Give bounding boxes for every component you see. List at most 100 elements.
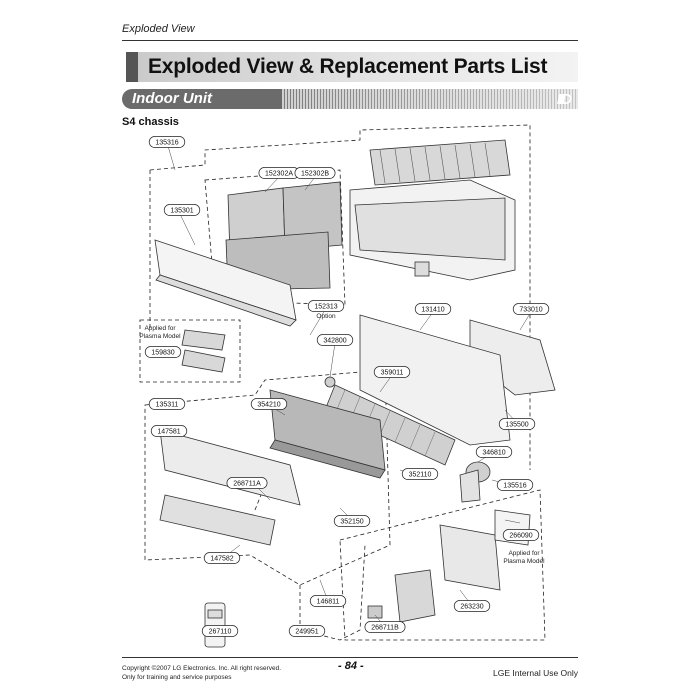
plasma-note-right-line1: Applied for	[508, 550, 540, 557]
part-callout-146811: 146811	[309, 595, 347, 607]
part-callout-354210: 354210	[250, 398, 288, 410]
part-callout-balloon	[364, 621, 406, 633]
part-callout-label: 249951	[295, 629, 318, 636]
plasma-note-left-line1: Applied for	[144, 325, 176, 332]
part-callout-268711b: 268711B	[364, 621, 406, 633]
part-callout-label: 354210	[257, 402, 280, 409]
part-callout-balloon	[373, 366, 411, 378]
part-callout-label: 267110	[209, 629, 232, 636]
part-callout-label: 146811	[317, 599, 340, 606]
section-banner: Indoor Unit IID	[122, 89, 578, 109]
part-callout-359011: 359011	[373, 366, 411, 378]
control-box-drawing	[367, 509, 531, 623]
part-callout-balloon	[294, 167, 336, 179]
plasma-filter-drawing	[181, 329, 226, 373]
part-callout-267110: 267110	[201, 625, 239, 637]
installation-plate-drawing	[359, 314, 556, 446]
part-callout-label: 152302A	[265, 171, 293, 178]
running-head: Exploded View	[122, 23, 195, 35]
part-callout-balloon	[148, 136, 186, 148]
part-callout-label: 268711B	[371, 625, 399, 632]
crossflow-fan-drawing	[324, 384, 456, 466]
part-callout-152302b: 152302B	[294, 167, 336, 179]
part-callout-balloon	[309, 595, 347, 607]
part-callout-balloon	[201, 625, 239, 637]
part-callout-147582: 147582	[203, 552, 241, 564]
diagram-notes: Applied for Plasma Model Applied for Pla…	[139, 313, 545, 565]
footer-rule	[122, 657, 578, 658]
part-callout-268711a: 268711A	[226, 477, 268, 489]
part-callout-label: 152302B	[301, 171, 329, 178]
page-title: Exploded View & Replacement Parts List	[148, 55, 548, 78]
part-callout-label: 266090	[509, 533, 532, 540]
part-callout-135311: 135311	[148, 398, 186, 410]
part-callout-label: 131410	[421, 307, 444, 314]
part-callout-266090: 266090	[502, 529, 540, 541]
part-callout-balloon	[502, 529, 540, 541]
part-callout-balloon	[163, 204, 201, 216]
front-panel-drawing	[154, 239, 297, 327]
copyright-line-1: Copyright ©2007 LG Electronics. Inc. All…	[122, 665, 282, 672]
part-callout-152313: 152313	[307, 300, 345, 312]
part-callout-label: 352150	[340, 519, 363, 526]
part-callout-label: 135516	[503, 483, 526, 490]
part-callout-balloon	[144, 346, 182, 358]
header-rule	[122, 40, 578, 41]
part-callout-label: 135500	[505, 422, 528, 429]
part-callout-label: 147581	[157, 429, 180, 436]
part-callout-balloon	[498, 418, 536, 430]
part-callout-249951: 249951	[288, 625, 326, 637]
part-callout-label: 159830	[151, 350, 174, 357]
part-callout-balloon	[496, 479, 534, 491]
evaporator-drawing	[269, 389, 386, 479]
part-callout-label: 135311	[156, 402, 179, 409]
part-callout-135301: 135301	[163, 204, 201, 216]
part-callout-label: 263230	[460, 604, 483, 611]
section-title: Indoor Unit	[132, 90, 212, 107]
part-callout-label: 135301	[170, 208, 193, 215]
part-callouts: 135316 152302A 152302B 135301 152313 131410 73…	[144, 136, 550, 637]
part-callout-balloon	[148, 398, 186, 410]
part-callout-733010: 733010	[512, 303, 550, 315]
plasma-note-left-line2: Plasma Model	[139, 333, 181, 340]
part-callout-balloon	[333, 515, 371, 527]
part-callout-152302a: 152302A	[258, 167, 300, 179]
part-callout-label: 268711A	[233, 481, 261, 488]
part-callout-label: 352110	[409, 472, 432, 479]
lg-logo-icon: IID	[556, 91, 572, 108]
part-callout-label: 342800	[323, 338, 346, 345]
part-callout-352110: 352110	[401, 468, 439, 480]
section-banner-pill	[122, 89, 282, 109]
part-callout-label: 152313	[314, 304, 337, 311]
part-callout-135316: 135316	[148, 136, 186, 148]
part-callout-balloon	[307, 300, 345, 312]
part-callout-135500: 135500	[498, 418, 536, 430]
part-callout-balloon	[150, 425, 188, 437]
part-callout-balloon	[316, 334, 354, 346]
part-callout-balloon	[288, 625, 326, 637]
chassis-body-drawing	[349, 139, 516, 281]
part-callout-balloon	[453, 600, 491, 612]
part-callout-263230: 263230	[453, 600, 491, 612]
part-callout-balloon	[203, 552, 241, 564]
internal-use-note: LGE Internal Use Only	[493, 668, 579, 678]
title-banner: Exploded View & Replacement Parts List	[126, 52, 578, 82]
part-callout-balloon	[226, 477, 268, 489]
part-callout-342800: 342800	[316, 334, 354, 346]
part-callout-135516: 135516	[496, 479, 534, 491]
title-banner-accent	[126, 52, 138, 82]
page-number: - 84 -	[338, 660, 364, 672]
part-callout-352150: 352150	[333, 515, 371, 527]
option-note: Option	[316, 313, 336, 320]
part-callout-label: 359011	[381, 370, 404, 377]
part-callout-balloon	[512, 303, 550, 315]
part-callout-balloon	[250, 398, 288, 410]
part-callout-balloon	[401, 468, 439, 480]
copyright-text: Copyright ©2007 LG Electronics. Inc. All…	[122, 664, 281, 682]
part-callout-label: 147582	[210, 556, 233, 563]
part-callout-159830: 159830	[144, 346, 182, 358]
part-callout-label: 733010	[519, 307, 542, 314]
plasma-note-right-line2: Plasma Model	[503, 558, 545, 565]
part-callout-label: 135316	[155, 140, 178, 147]
